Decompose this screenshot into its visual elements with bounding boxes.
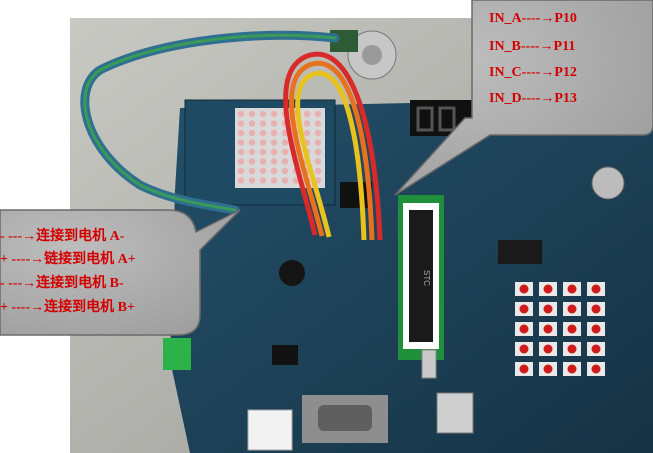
- led-dot: [270, 129, 278, 137]
- push-button-cap: [567, 324, 577, 334]
- ic-chip-2: [272, 345, 298, 365]
- jumper-wire-red: [283, 51, 383, 241]
- led-dot: [259, 110, 267, 118]
- led-dot: [270, 120, 278, 127]
- push-button-cap: [591, 324, 601, 334]
- jumper-wire-yellow: [295, 70, 367, 241]
- led-dot: [248, 148, 256, 156]
- chip-label: STC: [422, 270, 431, 286]
- led-dot: [237, 158, 245, 165]
- db9-connector: [302, 395, 388, 443]
- button-grid: [515, 282, 605, 376]
- led-dot: [314, 139, 322, 146]
- callout-left-line-2: + ----→链接到电机 A+: [0, 250, 136, 267]
- led-dot: [270, 110, 278, 118]
- led-dot: [259, 158, 267, 165]
- led-dot: [248, 129, 256, 137]
- callout-left-line-3: - ---→连接到电机 B-: [0, 274, 124, 291]
- led-dot: [314, 158, 322, 165]
- led-dot: [303, 120, 311, 127]
- led-dot: [259, 139, 267, 146]
- push-button-cap: [567, 364, 577, 374]
- led-dot: [248, 139, 256, 146]
- led-dot: [270, 167, 278, 175]
- push-button-cap: [543, 324, 553, 334]
- led-dot: [281, 177, 289, 184]
- led-dot: [259, 177, 267, 184]
- usb-port: [436, 392, 474, 434]
- push-button-cap: [543, 344, 553, 354]
- led-dot: [281, 167, 289, 175]
- led-dot: [237, 110, 245, 118]
- led-dot: [259, 129, 267, 137]
- led-dot: [248, 167, 256, 175]
- led-dot: [237, 139, 245, 146]
- led-dot: [270, 177, 278, 184]
- led-dot: [237, 148, 245, 156]
- push-button-cap: [543, 304, 553, 314]
- led-dot: [237, 129, 245, 137]
- led-dot: [259, 120, 267, 127]
- led-dot: [314, 129, 322, 137]
- callout-right-line-3: IN_C----→P12: [489, 65, 577, 80]
- led-dot: [248, 120, 256, 127]
- zif-socket: [398, 195, 444, 379]
- led-dot: [259, 167, 267, 175]
- led-dot: [314, 148, 322, 156]
- led-dot: [248, 177, 256, 184]
- push-button-cap: [519, 284, 529, 294]
- green-terminal: [163, 338, 191, 370]
- push-button-cap: [543, 284, 553, 294]
- led-dot: [237, 167, 245, 175]
- led-dot: [303, 110, 311, 118]
- push-button-cap: [591, 344, 601, 354]
- push-button-cap: [591, 364, 601, 374]
- push-button-cap: [591, 304, 601, 314]
- push-button-cap: [519, 364, 529, 374]
- led-dot: [270, 158, 278, 165]
- callout-right-line-1: IN_A----→P10: [489, 11, 577, 26]
- led-dot: [248, 158, 256, 165]
- push-button-cap: [591, 284, 601, 294]
- callout-left-line-4: + ----→连接到电机 B+: [0, 298, 135, 315]
- white-connector: [247, 409, 293, 451]
- led-dot: [237, 177, 245, 184]
- led-dot: [237, 120, 245, 127]
- callout-left-bubble: [0, 209, 241, 336]
- ic-chip-3: [498, 240, 542, 264]
- led-dot: [259, 148, 267, 156]
- push-button-cap: [519, 304, 529, 314]
- led-dot: [281, 139, 289, 146]
- led-dot: [314, 167, 322, 175]
- push-button-cap: [567, 304, 577, 314]
- push-button-cap: [519, 324, 529, 334]
- coin-cell: [591, 166, 625, 200]
- led-dot: [314, 110, 322, 118]
- push-button-cap: [567, 284, 577, 294]
- callout-right-line-2: IN_B----→P11: [489, 39, 575, 54]
- jumper-wire-orange: [288, 60, 375, 241]
- blue-green-cable-stripe: [83, 33, 337, 212]
- led-dot: [314, 120, 322, 127]
- led-dot: [281, 158, 289, 165]
- callout-left-line-1: - ---→连接到电机 A-: [0, 227, 125, 244]
- led-dot: [248, 110, 256, 118]
- led-dot: [303, 129, 311, 137]
- led-dot: [281, 148, 289, 156]
- push-button-cap: [543, 364, 553, 374]
- push-button-cap: [567, 344, 577, 354]
- buzzer: [279, 260, 305, 286]
- push-button-cap: [519, 344, 529, 354]
- led-dot: [270, 148, 278, 156]
- led-dot: [270, 139, 278, 146]
- callout-right-line-4: IN_D----→P13: [489, 91, 577, 106]
